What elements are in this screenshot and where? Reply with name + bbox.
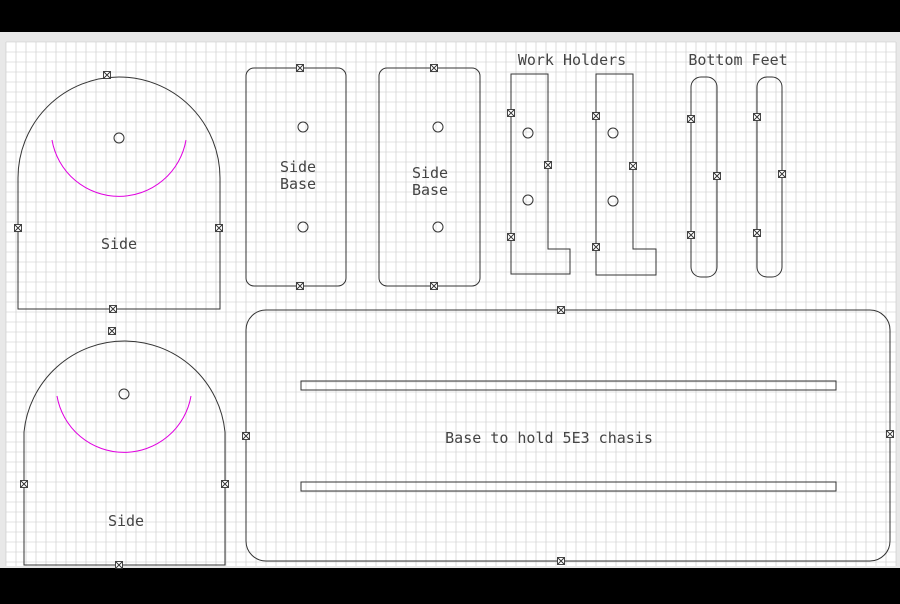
side-base-left-hole-bottom (297, 221, 309, 233)
side-bottom-label: Side (108, 512, 144, 530)
registration-marker-icon (108, 327, 116, 335)
base-slot-top (300, 380, 837, 391)
registration-marker-icon (557, 306, 565, 314)
base-slot-bottom (300, 481, 837, 492)
side-base-right-label-line2: Base (412, 181, 448, 199)
registration-marker-icon (687, 231, 695, 239)
side-base-left-label-line1: Side (280, 158, 316, 176)
side-top-arc (51, 139, 187, 197)
work-holder-right-outline (595, 73, 657, 276)
top-black-bar (0, 0, 900, 32)
registration-marker-icon (778, 170, 786, 178)
work-holder-left-outline (510, 73, 571, 275)
registration-marker-icon (296, 282, 304, 290)
bottom-black-bar (0, 568, 900, 600)
side-bottom-hole (118, 388, 130, 400)
side-top-outline (17, 76, 221, 310)
registration-marker-icon (687, 115, 695, 123)
side-bottom-arc (56, 395, 192, 453)
side-base-right-label-line1: Side (412, 164, 448, 182)
registration-marker-icon (592, 112, 600, 120)
registration-marker-icon (713, 172, 721, 180)
work-holder-right-hole-bottom (607, 195, 619, 207)
base-label: Base to hold 5E3 chasis (445, 429, 653, 447)
registration-marker-icon (103, 71, 111, 79)
side-base-left-label-line2: Base (280, 175, 316, 193)
registration-marker-icon (544, 161, 552, 169)
sheet (6, 42, 896, 566)
registration-marker-icon (14, 224, 22, 232)
registration-marker-icon (507, 233, 515, 241)
registration-marker-icon (886, 430, 894, 438)
work-holders-heading: Work Holders (518, 51, 626, 69)
registration-marker-icon (430, 64, 438, 72)
registration-markers (14, 64, 894, 569)
side-base-left-hole-top (297, 121, 309, 133)
work-holder-left-hole-top (522, 127, 534, 139)
registration-marker-icon (557, 557, 565, 565)
registration-marker-icon (753, 229, 761, 237)
registration-marker-icon (507, 109, 515, 117)
work-holder-left-hole-bottom (522, 194, 534, 206)
registration-marker-icon (296, 64, 304, 72)
registration-marker-icon (242, 432, 250, 440)
bottom-feet-heading: Bottom Feet (688, 51, 787, 69)
registration-marker-icon (753, 113, 761, 121)
registration-marker-icon (115, 561, 123, 569)
side-base-right-hole-top (432, 121, 444, 133)
side-bottom-outline (23, 340, 226, 566)
registration-marker-icon (629, 162, 637, 170)
registration-marker-icon (109, 305, 117, 313)
side-top-label: Side (101, 235, 137, 253)
side-base-left-outline (245, 67, 347, 287)
registration-marker-icon (215, 224, 223, 232)
side-base-right-outline (378, 67, 481, 287)
registration-marker-icon (221, 480, 229, 488)
registration-marker-icon (592, 243, 600, 251)
registration-marker-icon (430, 282, 438, 290)
side-base-right-hole-bottom (432, 221, 444, 233)
work-holder-right-hole-top (607, 127, 619, 139)
registration-marker-icon (20, 480, 28, 488)
side-top-hole (113, 132, 125, 144)
